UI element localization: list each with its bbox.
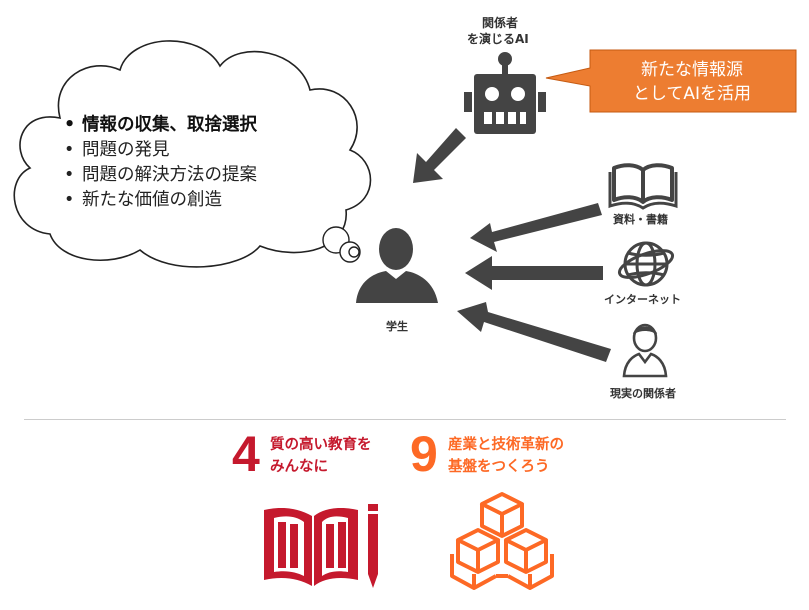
thought-item-propose: 問題の解決方法の提案 — [64, 163, 257, 188]
sdg9-line2: 基盤をつくろう — [448, 459, 550, 475]
student-icon — [356, 228, 438, 303]
callout-line2: としてAIを活用 — [632, 84, 752, 104]
sdg4-book-pencil-icon — [264, 504, 378, 588]
callout-line1: 新たな情報源 — [641, 60, 743, 80]
sdg4-number: 4 — [232, 426, 260, 482]
person-icon — [622, 323, 668, 378]
thought-item-create: 新たな価値の創造 — [64, 188, 257, 213]
sdg9-line1: 産業と技術革新の — [448, 437, 564, 453]
thought-list: 情報の収集、取捨選択 問題の発見 問題の解決方法の提案 新たな価値の創造 — [64, 113, 257, 213]
thought-item-discover: 問題の発見 — [64, 138, 257, 163]
divider — [24, 419, 786, 420]
sdg4-line1: 質の高い教育を — [270, 437, 372, 453]
arrow-people-to-student — [457, 302, 611, 362]
people-label: 現実の関係者 — [610, 387, 676, 400]
sdg9-number: 9 — [410, 426, 438, 482]
thought-dot-small — [348, 246, 360, 258]
globe-icon — [617, 241, 675, 287]
callout-text: 新たな情報源 としてAIを活用 — [590, 58, 794, 106]
books-label: 資料・書籍 — [613, 213, 668, 226]
sdg4-line2: みんなに — [270, 459, 328, 475]
arrow-internet-to-student — [465, 256, 603, 290]
ai-label-line1: 関係者 — [482, 16, 519, 30]
arrow-ai-to-student — [413, 128, 466, 183]
ai-label-line2: を演じるAI — [467, 32, 529, 46]
sdg9-cubes-icon — [450, 492, 554, 590]
book-icon — [608, 163, 678, 210]
thought-item-collect: 情報の収集、取捨選択 — [64, 113, 257, 138]
internet-label: インターネット — [604, 293, 681, 306]
callout-box — [545, 49, 797, 113]
student-label: 学生 — [386, 320, 408, 333]
arrow-books-to-student — [470, 203, 602, 252]
robot-icon — [464, 52, 546, 134]
